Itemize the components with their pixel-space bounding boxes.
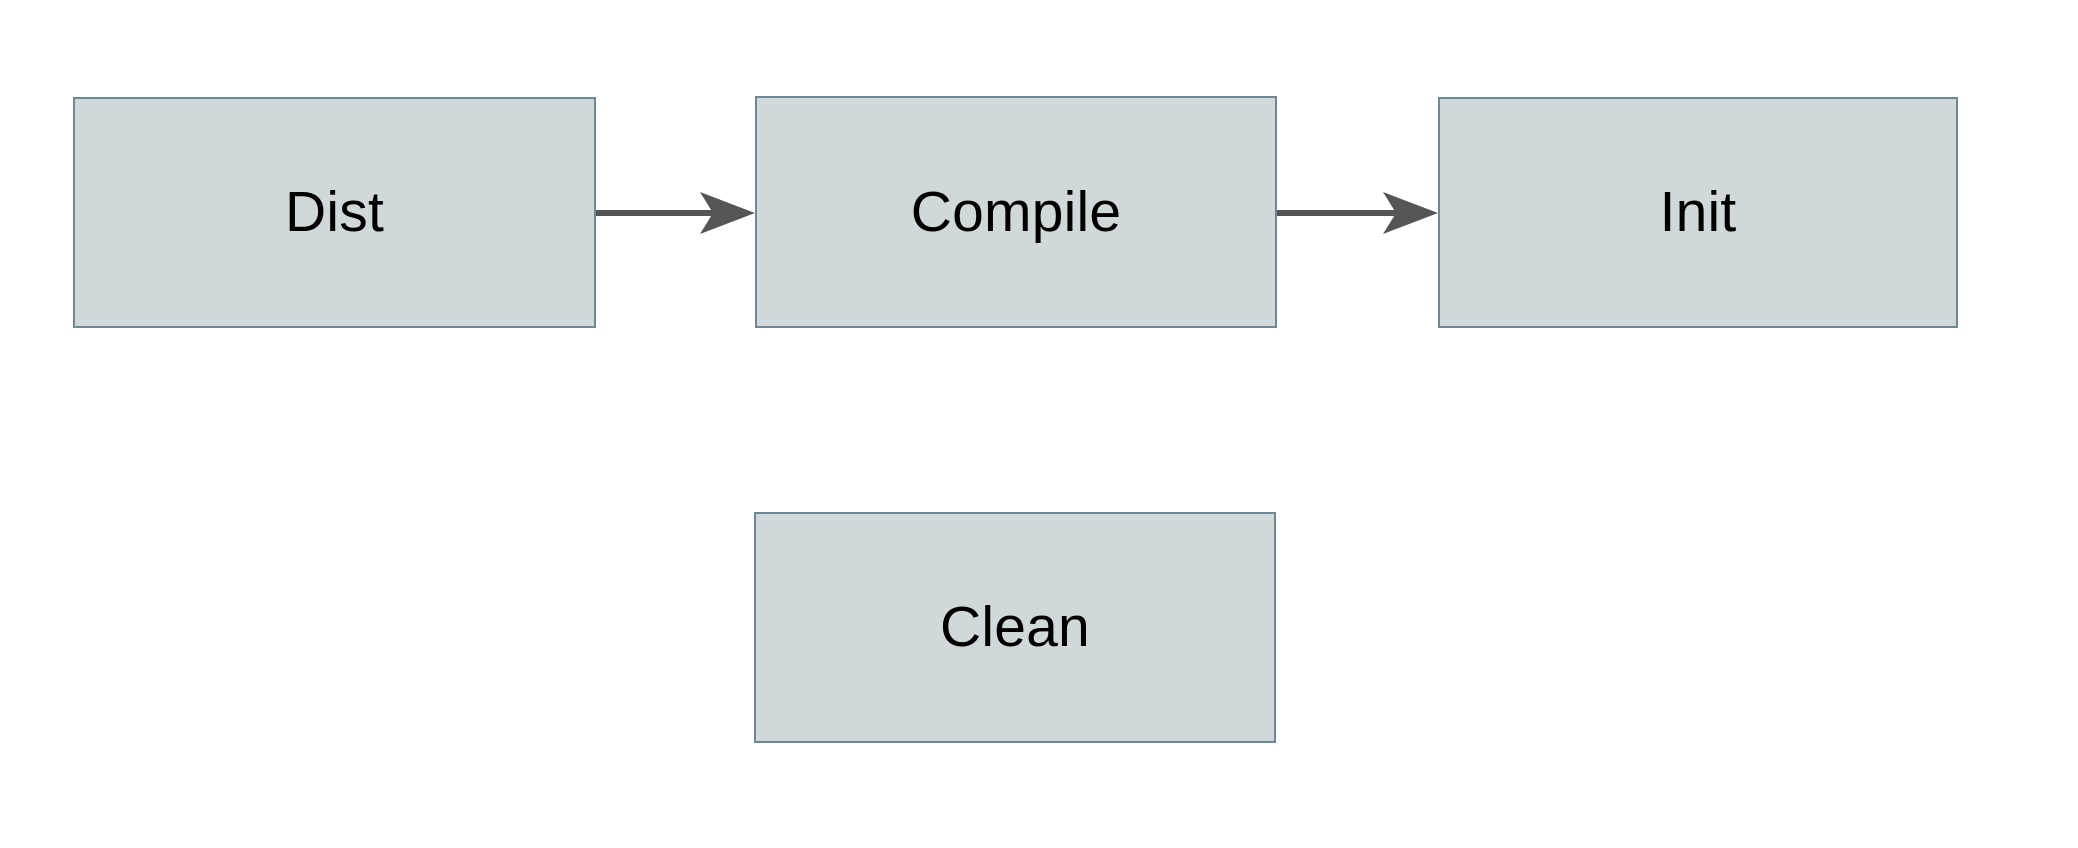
- edge-dist-to-compile[interactable]: [596, 192, 755, 234]
- node-compile[interactable]: Compile: [755, 96, 1277, 328]
- node-label-dist: Dist: [285, 180, 384, 244]
- node-clean[interactable]: Clean: [754, 512, 1276, 743]
- node-dist[interactable]: Dist: [73, 97, 596, 328]
- node-label-init: Init: [1659, 180, 1737, 244]
- node-init[interactable]: Init: [1438, 97, 1958, 328]
- node-label-compile: Compile: [910, 179, 1122, 244]
- node-label-clean: Clean: [940, 595, 1090, 659]
- edge-compile-to-init[interactable]: [1277, 192, 1438, 234]
